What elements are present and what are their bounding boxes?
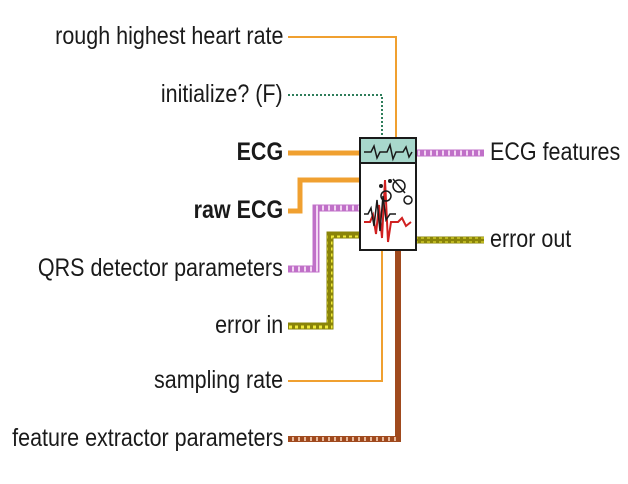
ecg-waveform-icon — [361, 139, 415, 164]
label-feature-extractor-parameters: feature extractor parameters — [11, 424, 283, 452]
label-error-in: error in — [214, 311, 283, 339]
wire-rough-highest-heart-rate — [288, 36, 397, 140]
subvi-icon[interactable] — [359, 137, 417, 251]
wire-error-in — [288, 231, 360, 330]
label-raw-ecg: raw ECG — [193, 196, 283, 224]
label-ecg-features: ECG features — [490, 138, 621, 166]
label-qrs-detector-parameters: QRS detector parameters — [38, 254, 283, 282]
label-ecg: ECG — [236, 138, 283, 166]
ecg-feature-extraction-icon — [364, 178, 413, 243]
label-initialize: initialize? (F) — [161, 80, 283, 108]
label-sampling-rate: sampling rate — [153, 366, 283, 394]
wire-initialize — [288, 94, 383, 140]
wire-sampling-rate — [288, 250, 383, 382]
label-error-out: error out — [490, 225, 572, 253]
wire-raw-ecg — [288, 177, 360, 214]
label-rough-highest-heart-rate: rough highest heart rate — [54, 22, 283, 50]
